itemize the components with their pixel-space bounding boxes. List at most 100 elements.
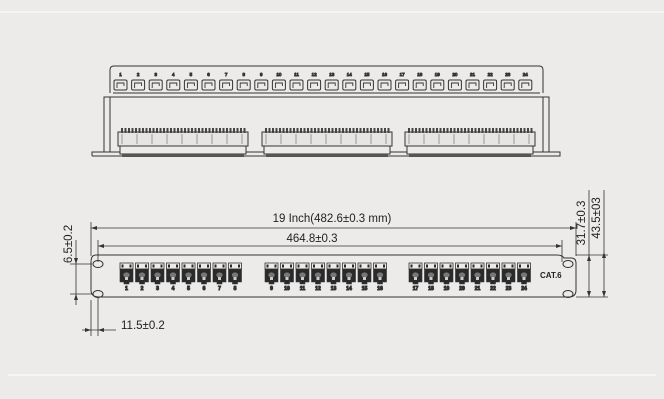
rj45-port-number: 18 <box>428 286 434 292</box>
dim-hole-horiz-text: 11.5±0.2 <box>121 320 165 332</box>
rj45-port-number: 24 <box>521 286 527 292</box>
rj45-port <box>311 262 325 285</box>
top-port-label: 23 <box>505 72 511 77</box>
dim-height-outer-text: 43.5±03 <box>591 197 603 239</box>
rj45-port-number: 9 <box>270 286 273 292</box>
rj45-port <box>517 262 531 285</box>
rj45-port-number: 12 <box>315 286 321 292</box>
mounting-hole-right-top <box>562 260 574 268</box>
rj45-port-number: 17 <box>413 286 419 292</box>
panel-face <box>90 254 577 298</box>
top-port-label: 4 <box>172 72 175 77</box>
mounting-hole-left-bottom <box>92 290 104 298</box>
punchdown-module <box>404 128 536 157</box>
arrow-h-inner-top <box>587 255 591 261</box>
rj45-port-number: 19 <box>444 286 450 292</box>
arrow-v-hole-top <box>74 258 78 264</box>
rj45-port-number: 22 <box>490 286 496 292</box>
rj45-port-number: 13 <box>331 286 337 292</box>
top-port-label: 1 <box>119 72 122 77</box>
rj45-port <box>373 262 387 285</box>
top-port-label: 24 <box>523 72 529 77</box>
rj45-port <box>342 262 356 285</box>
left-strut <box>103 96 111 153</box>
rj45-port <box>119 262 134 285</box>
top-port-icon <box>131 79 146 91</box>
top-port-label: 8 <box>242 72 245 77</box>
dim-hole-vert-text: 6.5±0.2 <box>63 225 75 263</box>
cat6-badge: CAT.6 <box>540 271 562 280</box>
arrow-h-outer-top <box>602 252 606 258</box>
top-port-icon <box>483 79 498 91</box>
rj45-ports <box>119 262 531 285</box>
top-port-icons <box>113 79 533 91</box>
rj45-port-number: 4 <box>172 286 175 292</box>
rj45-port-number: 10 <box>284 286 290 292</box>
rj45-port <box>455 262 469 285</box>
top-port-label: 21 <box>470 72 476 77</box>
punchdown-module <box>261 128 393 157</box>
rj45-port <box>135 262 149 285</box>
rj45-port <box>212 262 227 285</box>
top-port-label: 11 <box>294 72 299 77</box>
top-bracket <box>109 65 544 93</box>
top-port-label: 14 <box>347 72 353 77</box>
top-port-label: 12 <box>312 72 318 77</box>
punchdown-module <box>117 128 249 157</box>
rj45-port <box>264 262 279 285</box>
top-port-label: 7 <box>225 72 228 77</box>
top-port-label: 17 <box>400 72 406 77</box>
rj45-port <box>501 262 516 285</box>
top-port-icon <box>307 79 322 91</box>
top-port-label: 22 <box>488 72 494 77</box>
top-port-label: 18 <box>417 72 423 77</box>
arrow-overall-right <box>570 226 576 230</box>
rj45-port <box>166 262 180 285</box>
rj45-port-number: 20 <box>459 286 465 292</box>
arrow-v-hole-bottom <box>74 294 78 300</box>
top-port-icon <box>412 79 427 91</box>
rj45-port <box>197 262 211 285</box>
rj45-port <box>357 262 372 285</box>
rj45-port <box>326 262 341 285</box>
top-port-icon <box>166 79 181 91</box>
top-port-icon <box>254 79 269 91</box>
arrow-hole-right <box>556 244 562 248</box>
mounting-hole-right-bottom <box>562 290 574 298</box>
top-port-label: 15 <box>364 72 370 77</box>
top-port-icon <box>183 79 198 91</box>
top-port-icon <box>324 79 339 91</box>
top-port-label: 3 <box>154 72 157 77</box>
top-port-icon <box>447 79 462 91</box>
rj45-port <box>181 262 196 285</box>
rj45-port-number: 15 <box>362 286 368 292</box>
dim-hole-spacing-text: 464.8±0.3 <box>286 233 337 245</box>
top-port-icon <box>518 79 533 91</box>
rj45-port <box>295 262 310 285</box>
rj45-port <box>408 262 423 285</box>
rj45-port <box>280 262 294 285</box>
top-port-label: 6 <box>207 72 210 77</box>
top-port-label: 20 <box>452 72 458 77</box>
rj45-port <box>486 262 500 285</box>
top-port-label: 13 <box>329 72 335 77</box>
rj45-port-number: 8 <box>234 286 237 292</box>
dimension-lines <box>70 190 608 336</box>
top-port-icon <box>342 79 357 91</box>
top-port-label: 19 <box>435 72 441 77</box>
punchdown-modules <box>117 128 536 157</box>
rj45-port <box>470 262 485 285</box>
top-port-label: 5 <box>190 72 193 77</box>
rj45-port <box>424 262 438 285</box>
top-port-label: 2 <box>137 72 140 77</box>
right-strut <box>542 96 550 153</box>
arrow-hole-left <box>98 244 104 248</box>
top-port-label: 16 <box>382 72 388 77</box>
top-port-label: 9 <box>260 72 263 77</box>
top-port-icon <box>236 79 251 91</box>
arrow-h-outer-bottom <box>602 291 606 297</box>
